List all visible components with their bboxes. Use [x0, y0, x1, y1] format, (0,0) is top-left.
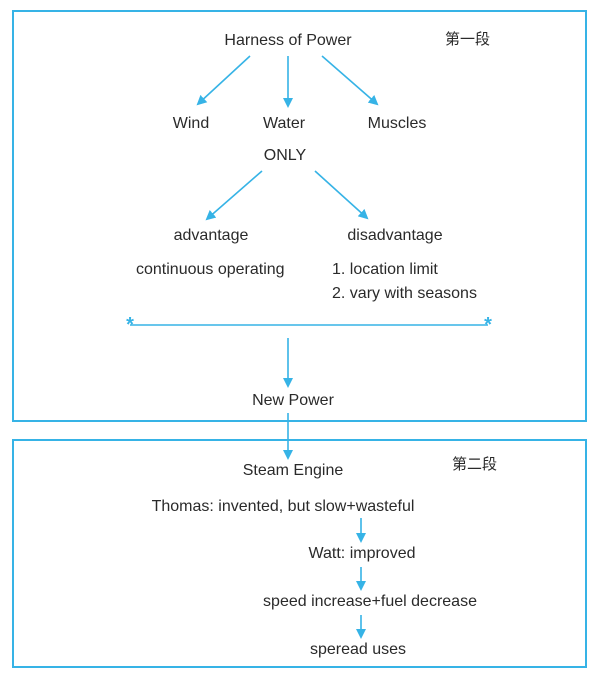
section-1-frame [12, 10, 587, 422]
asterisk-left-icon: * [126, 314, 134, 336]
step-speed-fuel: speed increase+fuel decrease [263, 593, 477, 610]
step-thomas: Thomas: invented, but slow+wasteful [151, 498, 415, 515]
new-power-label: New Power [252, 392, 334, 409]
water-label: Water [262, 115, 306, 132]
step-spread-uses: speread uses [309, 641, 407, 658]
harness-of-power-label: Harness of Power [224, 32, 352, 49]
only-label: ONLY [263, 147, 307, 164]
disadvantage-item-1: 1. location limit [332, 261, 438, 278]
arrow-to-wind [196, 55, 251, 106]
steam-engine-label: Steam Engine [242, 462, 344, 479]
asterisk-right-icon: * [484, 314, 492, 336]
advantage-heading: advantage [173, 227, 249, 244]
step-watt: Watt: improved [308, 545, 416, 562]
wind-label: Wind [172, 115, 210, 132]
advantage-text: continuous operating [136, 261, 285, 278]
section-2-frame [12, 439, 587, 668]
arrow-to-muscles [321, 55, 379, 106]
section-1-tag: 第一段 [445, 30, 491, 48]
arrow-to-disadvantage [314, 170, 369, 220]
disadvantage-item-2: 2. vary with seasons [332, 285, 477, 302]
muscles-label: Muscles [367, 115, 427, 132]
disadvantage-heading: disadvantage [347, 227, 443, 244]
arrow-to-advantage [205, 170, 263, 221]
section-2-tag: 第二段 [452, 455, 498, 473]
